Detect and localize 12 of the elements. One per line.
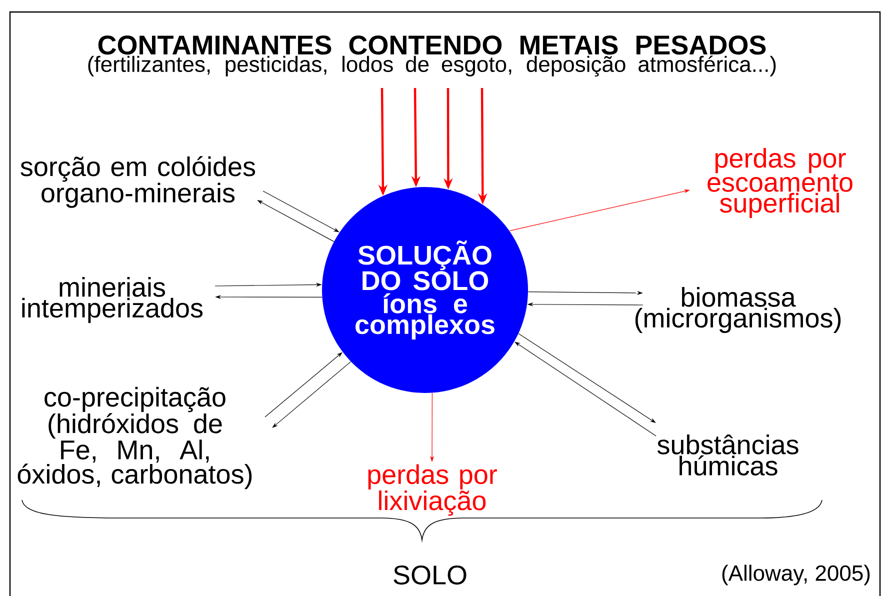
label-text: mineriais intemperizados (22, 277, 203, 323)
label-text: perdas por lixiviação (368, 464, 497, 516)
label-text: substâncias húmicas (657, 434, 798, 476)
citation: (Alloway, 2005) (722, 564, 870, 586)
label-text: co-precipitação (hidróxidos de Fe, Mn, Al, óxidos, carbonatos) (18, 386, 252, 490)
arrow (272, 361, 352, 428)
solo-label: SOLO (394, 565, 466, 585)
heading: CONTAMINANTES CONTENDO METAIS PESADOS (fertilizantes, pesticidas, lodos de esgoto, deposição atmosférica...) (88, 36, 776, 76)
label-text: sorção em colóides organo-minerais (20, 156, 256, 208)
label-text: biomassa (microrganismos) (635, 287, 841, 333)
arrow (518, 333, 656, 423)
label-text: perdas por escoamento superficial (708, 148, 852, 218)
